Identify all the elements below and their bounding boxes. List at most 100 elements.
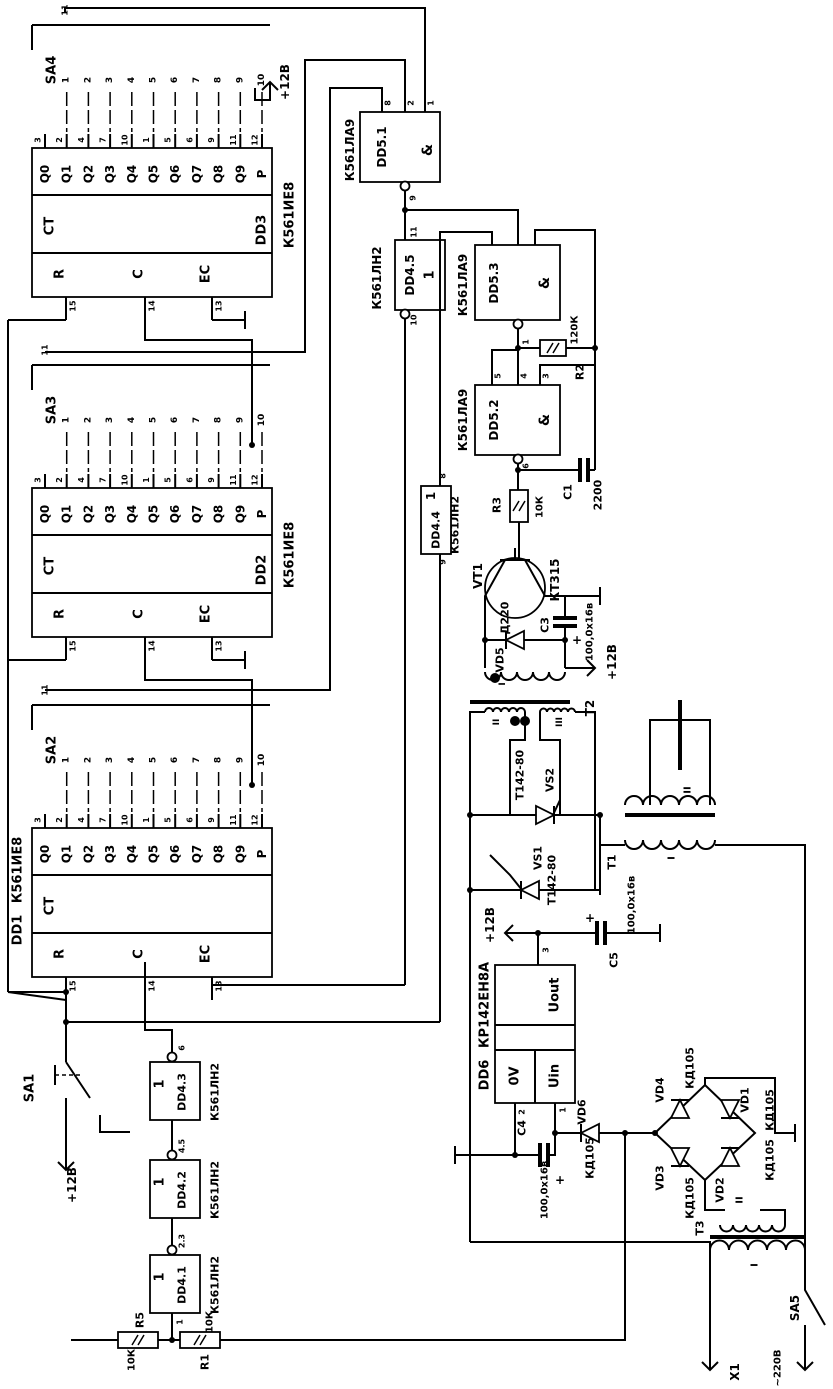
label: Т142-80 — [546, 854, 559, 905]
wire — [439, 231, 493, 486]
output-label-q6: Q6 — [168, 845, 182, 864]
label: DD4.2 — [176, 1171, 189, 1209]
and-symbol: & — [420, 144, 436, 156]
pin-number: 1 — [559, 1107, 568, 1113]
arrow-icon — [796, 1361, 814, 1372]
output-label-q6: Q6 — [168, 505, 182, 524]
pin-number: 10 — [410, 314, 419, 326]
label: КД105 — [684, 1047, 697, 1089]
junction-dot — [249, 782, 255, 788]
pin-number: 8 — [439, 473, 448, 479]
switch-label-sa1: SA1 — [23, 1074, 38, 1102]
switch-position: 6 — [170, 757, 180, 763]
label: Т142-80 — [514, 749, 527, 800]
output-label-q8: Q8 — [212, 165, 226, 184]
wire — [509, 712, 526, 815]
label: II — [683, 786, 694, 793]
pin-number: 4 — [77, 137, 86, 143]
input-label-r: R — [53, 949, 68, 959]
resistor-mark — [193, 1334, 201, 1346]
pin-number: 13 — [215, 640, 224, 651]
label: R5 — [134, 1312, 147, 1328]
wire-sa2-common — [45, 87, 383, 691]
arrow-icon — [586, 659, 597, 677]
label: КД105 — [764, 1139, 777, 1181]
label: III — [555, 717, 565, 727]
label: К561ЛН2 — [209, 1161, 222, 1219]
and-symbol: & — [537, 414, 553, 426]
pin-number: 7 — [99, 477, 108, 483]
wire — [491, 349, 518, 385]
supply-label: +12В — [483, 907, 497, 943]
wire — [575, 711, 596, 890]
label: VD5 — [494, 647, 507, 672]
chip-part: К561ИЕ8 — [11, 837, 26, 904]
output-label-p: P — [255, 849, 269, 858]
pin-number: 6 — [185, 137, 194, 143]
wire — [254, 82, 271, 101]
pin-number: 2 — [55, 817, 64, 823]
pin-number: 3 — [34, 817, 43, 823]
and-symbol: & — [537, 277, 553, 289]
pin-number: 8 — [384, 100, 393, 106]
supply-label: +12В — [278, 64, 292, 100]
wire — [539, 712, 561, 815]
output-label-q1: Q1 — [60, 165, 74, 184]
winding-dot — [490, 673, 500, 683]
pin-number: 1 — [142, 817, 151, 823]
resistor-r1 — [179, 1331, 221, 1349]
input-label-c: C — [132, 609, 147, 619]
switch-position: 7 — [192, 757, 202, 763]
plus-sign: + — [585, 911, 595, 925]
input-label-ec: EC — [199, 265, 214, 283]
label: VD2 — [714, 1177, 727, 1202]
label: I — [498, 682, 508, 685]
switch-position: 7 — [192, 77, 202, 83]
pin-number: 3 — [34, 137, 43, 143]
arrow-icon — [503, 924, 514, 942]
label: 1 — [423, 270, 438, 279]
label: 1 — [424, 492, 438, 500]
wire — [524, 559, 600, 597]
pin-number: 1 — [522, 339, 531, 345]
pin-number: 3 — [34, 477, 43, 483]
output-label-q0: Q0 — [38, 505, 52, 524]
label: 10К — [205, 1310, 216, 1333]
wire — [7, 991, 67, 1001]
resistor-mark — [137, 1334, 145, 1346]
pin-number: 2.3 — [178, 1234, 187, 1248]
junction-dot — [512, 1152, 518, 1158]
switch-label-sa4: SA4 — [45, 56, 60, 84]
input-label-ec: EC — [199, 945, 214, 963]
pin-number: 3 — [542, 373, 551, 379]
input-label-c: C — [132, 949, 147, 959]
arrow-icon — [701, 1361, 719, 1372]
output-label-q2: Q2 — [81, 505, 95, 524]
label: VS2 — [544, 768, 557, 792]
label: 0V — [508, 1066, 523, 1085]
diode-vd6 — [578, 1122, 600, 1144]
switch-position: 2 — [83, 417, 93, 423]
label: КД105 — [584, 1137, 597, 1179]
switch-position: 8 — [214, 757, 224, 763]
output-label-q9: Q9 — [233, 845, 247, 864]
label: DD4.5 — [403, 254, 417, 295]
label: II — [735, 1196, 746, 1203]
pin-number: 10 — [120, 474, 129, 486]
diode-vd4 — [669, 1097, 691, 1119]
output-label-q1: Q1 — [60, 505, 74, 524]
pin-number: 12 — [251, 134, 260, 145]
junction-dot — [249, 442, 255, 448]
inverter-bubble — [166, 1149, 178, 1161]
diode-vd5 — [503, 629, 525, 651]
label: DD5.3 — [487, 262, 501, 303]
pin-number: 6 — [522, 463, 531, 469]
resistor-mark — [546, 342, 554, 354]
wire — [539, 364, 595, 385]
pin-number: 11 — [410, 226, 419, 238]
label: DD6 — [478, 1060, 493, 1091]
label: 10К — [127, 1348, 138, 1371]
output-label-q8: Q8 — [212, 505, 226, 524]
output-label-q8: Q8 — [212, 845, 226, 864]
wire — [548, 1103, 556, 1156]
